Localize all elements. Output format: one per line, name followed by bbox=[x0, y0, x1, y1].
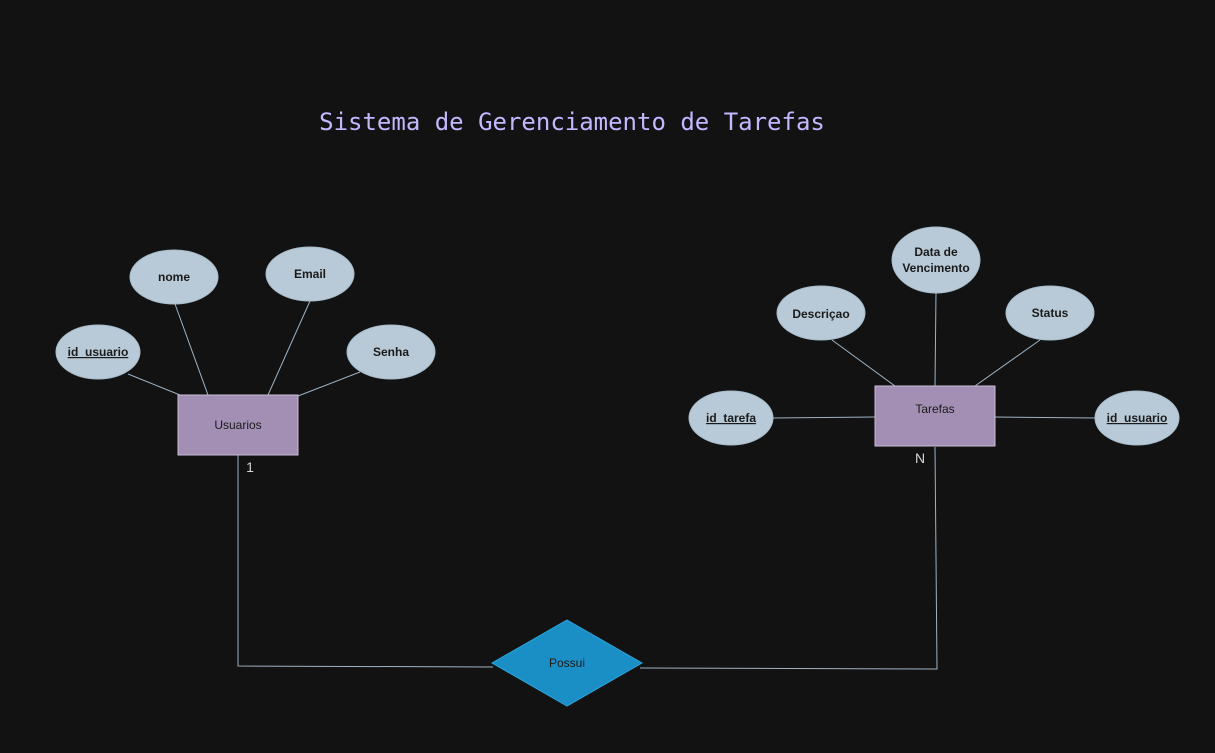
cardinality-tarefas: N bbox=[915, 450, 925, 466]
attribute-label: nome bbox=[158, 270, 190, 284]
edge-tarefas-possui bbox=[639, 446, 938, 670]
edge-tarefas-descricao bbox=[831, 339, 896, 387]
attribute-usuarios-id-usuario[interactable]: id_usuario bbox=[55, 324, 141, 380]
entity-tarefas[interactable]: Tarefas bbox=[874, 385, 996, 447]
relationship-possui[interactable]: Possui bbox=[490, 619, 644, 707]
attribute-usuarios-nome[interactable]: nome bbox=[129, 249, 219, 305]
entity-tarefas-label: Tarefas bbox=[915, 402, 954, 416]
edge-usuarios-possui bbox=[237, 455, 494, 668]
edge-tarefas-status bbox=[974, 339, 1041, 387]
attribute-tarefas-data-vencimento[interactable]: Data de Vencimento bbox=[891, 226, 981, 294]
entity-usuarios-label: Usuarios bbox=[214, 418, 261, 432]
edge-usuarios-senha bbox=[297, 371, 361, 397]
attribute-label: id_usuario bbox=[68, 345, 129, 359]
attribute-tarefas-id-usuario[interactable]: id_usuario bbox=[1094, 390, 1180, 446]
edge-usuarios-id-usuario bbox=[127, 373, 181, 396]
attribute-tarefas-status[interactable]: Status bbox=[1005, 285, 1095, 341]
attribute-label: id_tarefa bbox=[706, 411, 756, 425]
attribute-label: Status bbox=[1032, 306, 1069, 320]
edge-usuarios-nome bbox=[174, 303, 209, 396]
relationship-label: Possui bbox=[549, 656, 585, 670]
edge-usuarios-email bbox=[267, 300, 311, 396]
attribute-label: id_usuario bbox=[1107, 411, 1168, 425]
attribute-label: Email bbox=[294, 267, 326, 281]
edge-tarefas-id-usuario bbox=[994, 416, 1097, 419]
edge-tarefas-data-vencimento bbox=[934, 291, 937, 387]
entity-usuarios[interactable]: Usuarios bbox=[177, 394, 299, 456]
attribute-usuarios-email[interactable]: Email bbox=[265, 246, 355, 302]
attribute-label-line2: Vencimento bbox=[902, 261, 969, 275]
attribute-label-line1: Data de bbox=[914, 245, 958, 259]
attribute-usuarios-senha[interactable]: Senha bbox=[346, 324, 436, 380]
cardinality-usuarios: 1 bbox=[246, 459, 254, 475]
attribute-label: Senha bbox=[373, 345, 409, 359]
edge-tarefas-id-tarefa bbox=[771, 416, 876, 419]
diagram-title: Sistema de Gerenciamento de Tarefas bbox=[319, 108, 825, 136]
attribute-tarefas-id-tarefa[interactable]: id_tarefa bbox=[688, 390, 774, 446]
attribute-tarefas-descricao[interactable]: Descriçao bbox=[776, 285, 866, 341]
attribute-label: Descriçao bbox=[792, 307, 849, 321]
